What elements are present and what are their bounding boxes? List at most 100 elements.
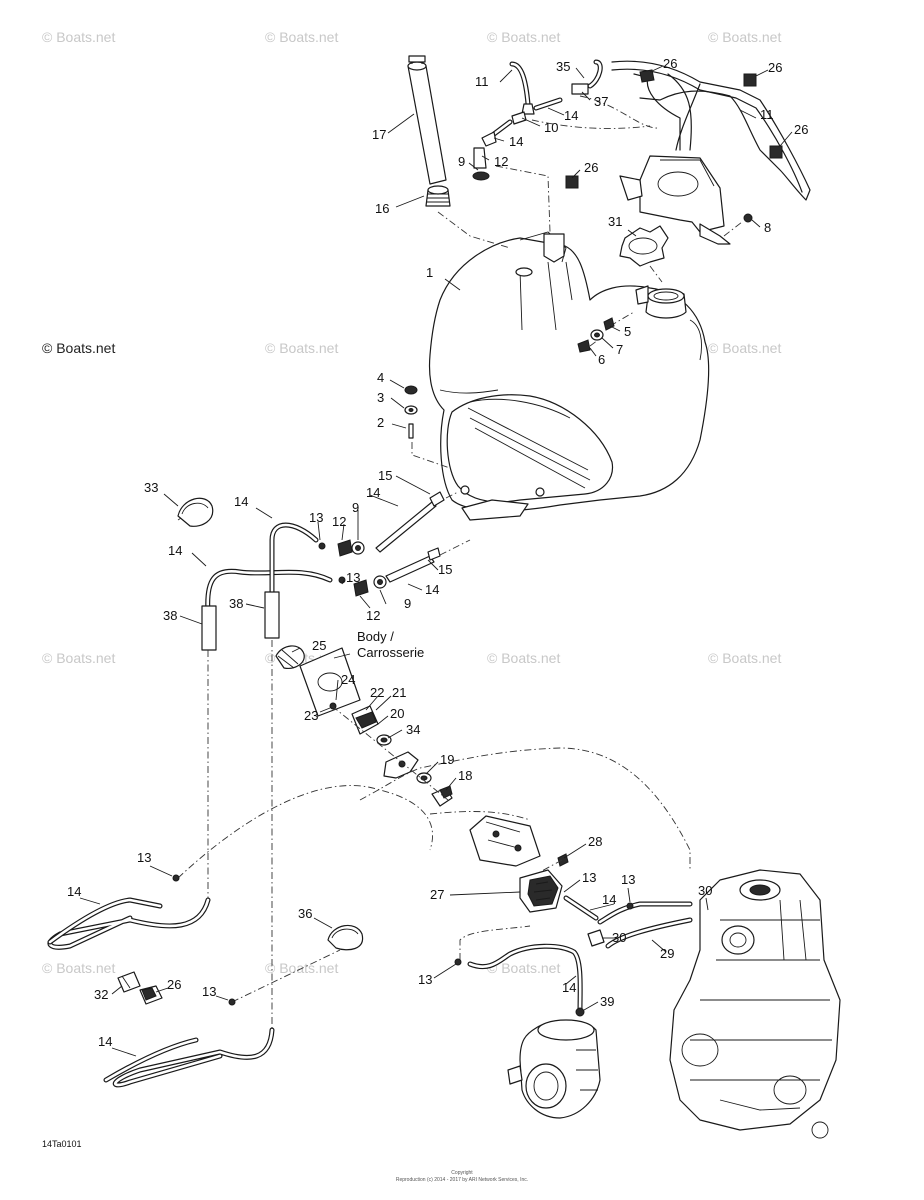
callout-number: 8 <box>764 220 771 235</box>
callout-number: 26 <box>663 56 677 71</box>
callout-number: 26 <box>584 160 598 175</box>
callout-number: 13 <box>418 972 432 987</box>
callout-number: 12 <box>494 154 508 169</box>
callout-number: 14 <box>602 892 616 907</box>
engine-block <box>669 869 841 1139</box>
body-panel-gasket: Body / Carrosserie <box>275 629 424 717</box>
copyright-line1: Copyright <box>451 1170 473 1176</box>
looped-hoses <box>47 897 275 1088</box>
callout-number: 35 <box>556 59 570 74</box>
callout-number: 25 <box>312 638 326 653</box>
callout-number: 30 <box>698 883 712 898</box>
watermark: © Boats.net <box>487 29 560 45</box>
callout-labels: 1 2 3 4 5 6 7 8 9 10 11 11 12 14 14 16 1… <box>67 56 808 1049</box>
callout-number: 16 <box>375 201 389 216</box>
watermark: © Boats.net <box>708 29 781 45</box>
watermark: © Boats.net <box>265 29 338 45</box>
copyright-line2: Reproduction (c) 2014 - 2017 by ARI Netw… <box>396 1177 528 1183</box>
callout-number: 3 <box>377 390 384 405</box>
carburetor <box>507 1007 601 1119</box>
watermark: © Boats.net <box>42 960 115 976</box>
callout-number: 2 <box>377 415 384 430</box>
bottom-clamps <box>117 924 364 1005</box>
callout-number: 9 <box>352 500 359 515</box>
callout-number: 26 <box>768 60 782 75</box>
filler-pipe <box>407 55 511 249</box>
watermark: © Boats.net <box>42 650 115 666</box>
callout-number: 12 <box>332 514 346 529</box>
callout-number: 14 <box>562 980 576 995</box>
callout-number: 14 <box>509 134 523 149</box>
watermark: © Boats.net <box>42 340 115 356</box>
callout-number: 13 <box>309 510 323 525</box>
callout-number: 9 <box>458 154 465 169</box>
vent-bracket <box>619 155 753 245</box>
callout-number: 11 <box>475 74 489 89</box>
callout-number: 14 <box>366 485 380 500</box>
callout-number: 4 <box>377 370 384 385</box>
left-hoses <box>177 511 333 1030</box>
callout-number: 34 <box>406 722 420 737</box>
callout-number: 39 <box>600 994 614 1009</box>
callout-number: 27 <box>430 887 444 902</box>
callout-number: 22 <box>370 685 384 700</box>
callout-number: 20 <box>390 706 404 721</box>
watermark: © Boats.net <box>487 650 560 666</box>
hose-routes <box>177 747 691 1010</box>
callout-number: 24 <box>341 672 355 687</box>
callout-number: 6 <box>598 352 605 367</box>
clips <box>565 69 783 189</box>
watermark: © Boats.net <box>42 29 115 45</box>
callout-number: 13 <box>621 872 635 887</box>
diagram-code: 14Ta0101 <box>42 1139 82 1149</box>
callout-number: 14 <box>67 884 81 899</box>
callout-number: 9 <box>404 596 411 611</box>
watermark: © Boats.net <box>708 340 781 356</box>
callout-number: 26 <box>794 122 808 137</box>
callout-number: 23 <box>304 708 318 723</box>
callout-number: 14 <box>564 108 578 123</box>
callout-number: 28 <box>588 834 602 849</box>
fuel-valve-stack <box>329 702 453 807</box>
callout-number: 38 <box>229 596 243 611</box>
watermark: © Boats.net <box>708 650 781 666</box>
callout-number: 10 <box>544 120 558 135</box>
callout-number: 7 <box>616 342 623 357</box>
callout-number: 1 <box>426 265 433 280</box>
callout-number: 11 <box>760 107 774 122</box>
pump-hoses <box>172 874 717 1013</box>
fuel-tank <box>428 231 710 521</box>
callout-number: 33 <box>144 480 158 495</box>
callout-number: 36 <box>298 906 312 921</box>
body-note-line2: Carrosserie <box>357 645 424 660</box>
callout-number: 13 <box>582 870 596 885</box>
callout-number: 31 <box>608 214 622 229</box>
fuel-outlets <box>318 491 471 597</box>
callout-number: 13 <box>202 984 216 999</box>
callout-number: 15 <box>378 468 392 483</box>
callout-number: 26 <box>167 977 181 992</box>
leader-lines <box>79 65 793 1057</box>
callout-number: 14 <box>168 543 182 558</box>
fuel-cap <box>619 225 669 283</box>
callout-number: 37 <box>594 94 608 109</box>
callout-number: 17 <box>372 127 386 142</box>
callout-number: 15 <box>438 562 452 577</box>
hose-clamp <box>177 497 214 527</box>
callout-number: 32 <box>94 987 108 1002</box>
callout-number: 29 <box>660 946 674 961</box>
callout-number: 18 <box>458 768 472 783</box>
hardware-234 <box>404 385 451 469</box>
watermark: © Boats.net <box>487 960 560 976</box>
callout-number: 38 <box>163 608 177 623</box>
watermark: © Boats.net <box>265 340 338 356</box>
callout-number: 14 <box>98 1034 112 1049</box>
vent-hoses <box>472 59 661 233</box>
callout-number: 13 <box>346 570 360 585</box>
callout-number: 14 <box>234 494 248 509</box>
body-note-line1: Body / <box>357 629 394 644</box>
callout-number: 12 <box>366 608 380 623</box>
callout-number: 14 <box>425 582 439 597</box>
fuel-pump <box>469 815 569 913</box>
